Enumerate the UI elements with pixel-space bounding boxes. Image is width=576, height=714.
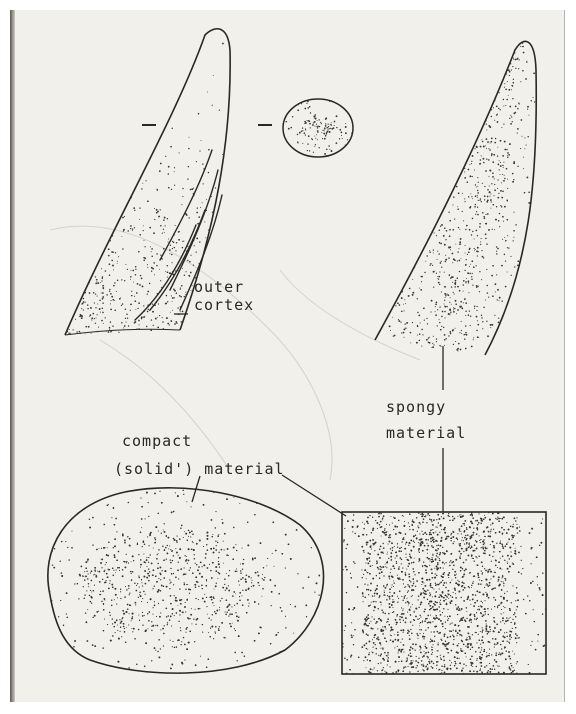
compact-label-line1: compact bbox=[122, 432, 192, 450]
rect-longitudinal-section-outline bbox=[342, 512, 546, 674]
outer-cortex-line1: outer bbox=[194, 278, 254, 296]
compact-label-line2: (solid') material bbox=[114, 460, 285, 478]
faint-background-sketch bbox=[50, 226, 420, 480]
outer-cortex-line2: cortex bbox=[194, 296, 254, 314]
compact-leader-rect bbox=[282, 475, 346, 516]
book-page: outer cortex spongy material compact (so… bbox=[10, 10, 565, 702]
spongy-line2: material bbox=[386, 420, 466, 446]
round-cross-section-outline bbox=[48, 488, 324, 673]
round-cross-section-stipple bbox=[45, 479, 335, 680]
right-tine-stipple bbox=[370, 35, 540, 360]
spongy-line1: spongy bbox=[386, 394, 466, 420]
small-oval-stipple bbox=[279, 95, 356, 160]
rect-section-stipple bbox=[342, 511, 546, 674]
right-tine-outline bbox=[375, 41, 536, 355]
spongy-material-label: spongy material bbox=[386, 394, 466, 446]
outer-cortex-label: outer cortex bbox=[194, 278, 254, 314]
left-tine-base-line bbox=[65, 329, 180, 335]
antler-cross-section-diagram bbox=[10, 10, 564, 702]
